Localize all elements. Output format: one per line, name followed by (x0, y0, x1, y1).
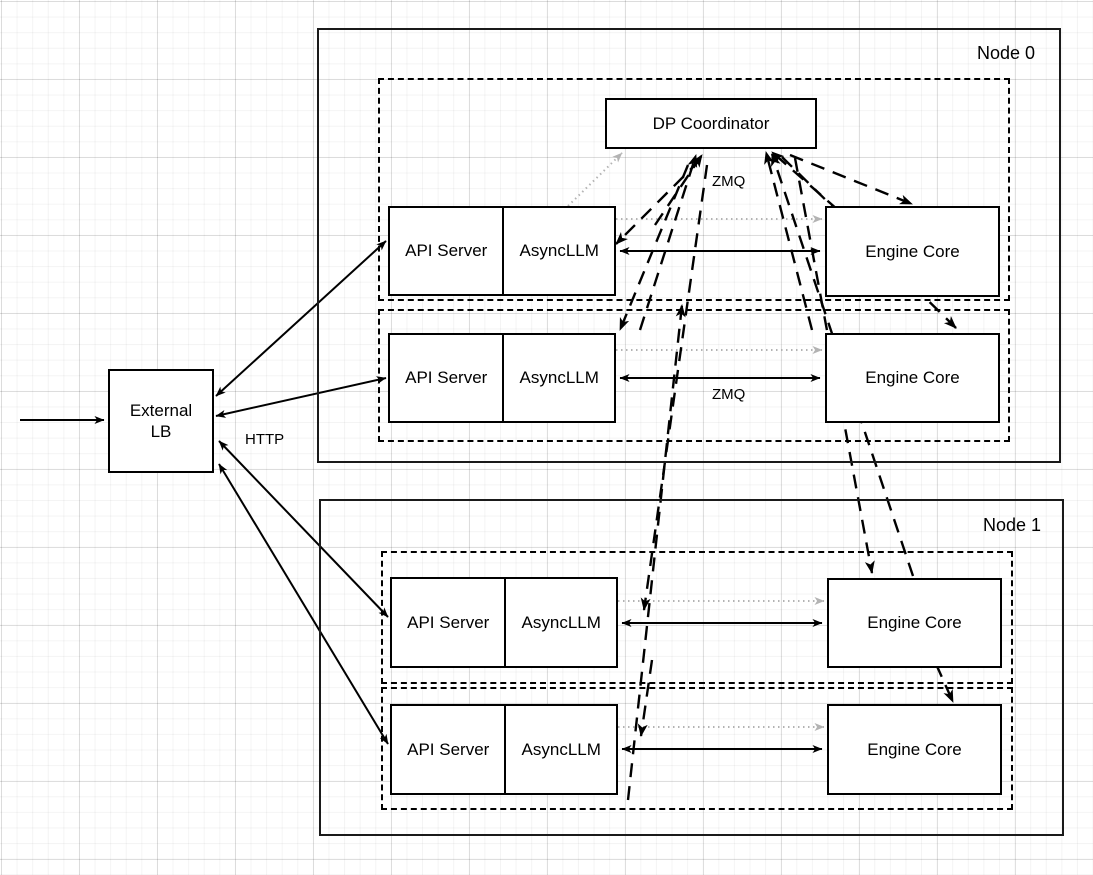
asyncllm-label: AsyncLLM (519, 241, 599, 260)
external-lb-box[interactable]: External LB (108, 369, 214, 473)
asyncllm-label: AsyncLLM (521, 612, 601, 632)
engine-core-label: Engine Core (867, 739, 962, 759)
edge-lb-to-node0-rank0 (215, 240, 387, 397)
node-label-node0: Node 0 (977, 43, 1036, 63)
node-container-node1 (319, 499, 1064, 836)
api-server-label: API Server (405, 241, 488, 260)
edge-coord-to-node0-rank0-asyncllm (615, 159, 701, 245)
rank-group-node0-rank1 (378, 309, 1010, 442)
api-server-cell-node1-rank0[interactable]: API Server (392, 579, 507, 666)
edge-coord-node1-rank0-ec-up (770, 153, 915, 577)
engine-core-node0-rank1[interactable]: Engine Core (825, 333, 1000, 423)
node-container-node0 (317, 28, 1061, 463)
engine-core-label: Engine Core (867, 613, 962, 633)
engine-core-node1-rank0[interactable]: Engine Core (827, 578, 1002, 668)
asyncllm-cell-node1-rank1[interactable]: AsyncLLM (506, 706, 616, 793)
node-label-node1: Node 1 (983, 515, 1042, 535)
dp-coordinator-box[interactable]: DP Coordinator (605, 98, 817, 149)
api-server-cell-node0-rank1[interactable]: API Server (390, 335, 505, 421)
rank-group-node0-rank0 (378, 78, 1010, 301)
edge-coord-to-node1-rank0-asyncllm (640, 164, 709, 611)
asyncllm-label: AsyncLLM (521, 739, 601, 759)
api-server-group-node1-rank0[interactable]: API Server AsyncLLM (390, 577, 618, 668)
zmq-label-node0-rank1: ZMQ (712, 386, 746, 403)
asyncllm-cell-node0-rank0[interactable]: AsyncLLM (504, 208, 614, 294)
edge-coord-to-node0-rank1-asyncllm (618, 164, 690, 331)
api-server-group-node0-rank1[interactable]: API Server AsyncLLM (388, 333, 616, 423)
api-server-group-node0-rank0[interactable]: API Server AsyncLLM (388, 206, 616, 296)
engine-core-node1-rank1[interactable]: Engine Core (827, 704, 1002, 795)
external-lb-label-line2: LB (150, 422, 172, 441)
engine-core-node0-rank0[interactable]: Engine Core (825, 206, 1000, 297)
rank-group-node1-rank1 (381, 687, 1013, 810)
engine-core-label: Engine Core (865, 368, 960, 388)
api-server-cell-node0-rank0[interactable]: API Server (390, 208, 505, 294)
edge-lb-to-node0-rank1 (215, 376, 387, 418)
api-server-label: API Server (405, 368, 488, 387)
api-server-group-node1-rank1[interactable]: API Server AsyncLLM (390, 704, 618, 795)
http-label: HTTP (245, 431, 285, 448)
rank-group-node1-rank0 (381, 551, 1013, 684)
edge-lb-to-node1-rank1 (218, 463, 389, 745)
edge-coord-to-node1-rank1-ec (934, 663, 955, 703)
engine-core-label: Engine Core (865, 241, 960, 261)
edge-coord-node0-rank0-ec-up (771, 151, 839, 211)
api-server-label: API Server (407, 739, 490, 759)
edge-coord-to-node1-rank1-asyncllm (637, 659, 654, 737)
external-lb-label-line1: External (129, 400, 193, 420)
dp-coordinator-label: DP Coordinator (652, 113, 770, 133)
api-server-cell-node1-rank1[interactable]: API Server (392, 706, 507, 793)
api-server-label: API Server (407, 612, 490, 632)
asyncllm-cell-node1-rank0[interactable]: AsyncLLM (506, 579, 616, 666)
zmq-label-node0-coordinator: ZMQ (712, 173, 746, 190)
edge-node1-rank0-asyncllm-to-coord (626, 304, 686, 801)
asyncllm-cell-node0-rank1[interactable]: AsyncLLM (504, 335, 614, 421)
asyncllm-label: AsyncLLM (519, 368, 599, 387)
